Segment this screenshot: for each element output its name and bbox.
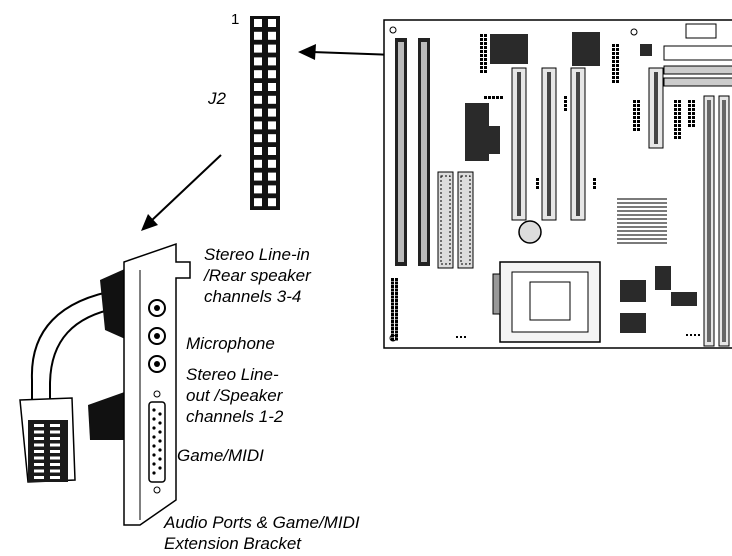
- game-midi-port: [148, 390, 166, 494]
- ribbon-connector: [28, 420, 68, 482]
- port-label-game-midi: Game/MIDI: [177, 446, 264, 465]
- port-label-line-out: Stereo Line-out /Speaker channels 1-2: [186, 365, 284, 426]
- port-label-microphone: Microphone: [186, 334, 275, 353]
- extension-bracket: [19, 242, 191, 526]
- pin-1-label: 1: [231, 11, 240, 28]
- cpu-socket: [492, 261, 601, 343]
- top-connectors: [663, 23, 732, 87]
- dimm-slots: [703, 95, 730, 347]
- pci-slots: [511, 67, 664, 221]
- j2-label: J2: [208, 89, 226, 108]
- ide-connectors: [437, 171, 474, 269]
- bracket-caption: Audio Ports & Game/MIDI Extension Bracke…: [164, 513, 360, 553]
- port-label-line-in: Stereo Line-in /Rear speaker channels 3-…: [204, 245, 311, 306]
- arrow-header-to-bracket: [141, 154, 222, 231]
- heatsink: [617, 198, 667, 244]
- motherboard: [383, 19, 732, 349]
- j2-pin-header: [250, 16, 280, 210]
- jack-line-in: [148, 299, 166, 317]
- cmos-battery: [518, 220, 542, 244]
- isa-slots: [395, 38, 430, 266]
- jack-microphone: [148, 327, 166, 345]
- jack-line-out: [148, 355, 166, 373]
- pin-groups: [391, 34, 700, 341]
